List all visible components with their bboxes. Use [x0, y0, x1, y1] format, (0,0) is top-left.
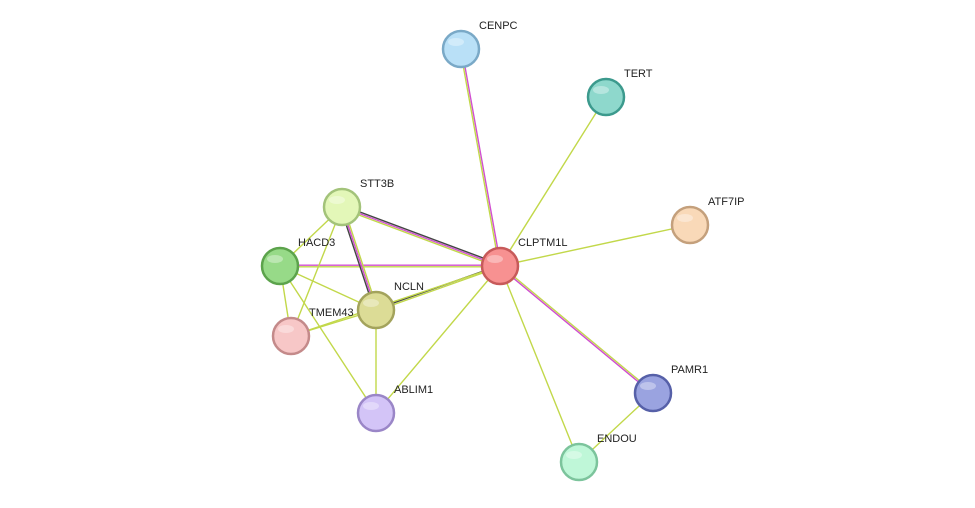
node-circle[interactable]	[586, 77, 626, 117]
node-hacd3[interactable]: HACD3	[260, 237, 335, 286]
node-highlight	[278, 325, 294, 333]
node-circle[interactable]	[322, 187, 362, 227]
node-label: PAMR1	[671, 364, 708, 376]
node-circle[interactable]	[670, 205, 710, 245]
edge-clptm1l-cenpc	[459, 48, 502, 267]
edge-evidence-line	[279, 265, 377, 414]
node-label: TERT	[624, 68, 653, 80]
node-tert[interactable]: TERT	[586, 68, 653, 117]
node-label: ABLIM1	[394, 384, 433, 396]
edge-clptm1l-endou	[499, 265, 580, 463]
edge-hacd3-ablim1	[279, 265, 377, 414]
edge-evidence-line	[340, 207, 501, 269]
edge-stt3b-tmem43	[290, 206, 343, 337]
edge-evidence-line	[461, 48, 502, 267]
edge-evidence-line	[375, 266, 501, 312]
node-circle[interactable]	[356, 393, 396, 433]
edge-clptm1l-stt3b	[340, 204, 502, 269]
edge-clptm1l-tmem43	[290, 265, 501, 337]
node-highlight	[267, 255, 283, 263]
node-highlight	[640, 382, 656, 390]
node-stt3b[interactable]: STT3B	[322, 178, 394, 227]
edge-evidence-line	[499, 224, 691, 267]
node-endou[interactable]: ENDOU	[559, 433, 637, 482]
node-circle[interactable]	[356, 290, 396, 330]
node-tmem43[interactable]: TMEM43	[271, 307, 354, 356]
node-highlight	[487, 255, 503, 263]
edge-evidence-line	[375, 265, 501, 414]
edge-clptm1l-hacd3	[279, 264, 501, 268]
node-highlight	[329, 196, 345, 204]
edge-clptm1l-tert	[499, 96, 607, 267]
edge-evidence-line	[341, 204, 502, 266]
node-circle[interactable]	[260, 246, 300, 286]
node-label: TMEM43	[309, 307, 354, 319]
node-label: STT3B	[360, 178, 394, 190]
edge-evidence-line	[498, 265, 654, 395]
node-highlight	[566, 451, 582, 459]
node-label: ENDOU	[597, 433, 637, 445]
node-label: CENPC	[479, 20, 518, 32]
edge-evidence-line	[290, 206, 343, 337]
node-label: CLPTM1L	[518, 237, 568, 249]
edge-clptm1l-pamr1	[498, 264, 655, 395]
node-circle[interactable]	[441, 29, 481, 69]
node-ncln[interactable]: NCLN	[356, 281, 424, 330]
edge-evidence-line	[341, 206, 501, 267]
edge-evidence-line	[499, 264, 655, 394]
node-highlight	[363, 402, 379, 410]
node-label: HACD3	[298, 237, 335, 249]
node-label: NCLN	[394, 281, 424, 293]
node-label: ATF7IP	[708, 196, 744, 208]
node-circle[interactable]	[559, 442, 599, 482]
node-highlight	[363, 299, 379, 307]
edge-evidence-line	[499, 265, 580, 463]
node-circle[interactable]	[271, 316, 311, 356]
edge-evidence-line	[459, 48, 500, 267]
node-atf7ip[interactable]: ATF7IP	[670, 196, 744, 245]
node-circle[interactable]	[633, 373, 673, 413]
node-pamr1[interactable]: PAMR1	[633, 364, 708, 413]
edge-clptm1l-atf7ip	[499, 224, 691, 267]
node-highlight	[448, 38, 464, 46]
node-cenpc[interactable]: CENPC	[441, 20, 518, 69]
edge-evidence-line	[290, 265, 501, 337]
node-circle[interactable]	[480, 246, 520, 286]
node-ablim1[interactable]: ABLIM1	[356, 384, 433, 433]
edge-evidence-line	[499, 96, 607, 267]
node-highlight	[677, 214, 693, 222]
node-highlight	[593, 86, 609, 94]
node-clptm1l[interactable]: CLPTM1L	[480, 237, 568, 286]
edge-clptm1l-ablim1	[375, 265, 501, 414]
